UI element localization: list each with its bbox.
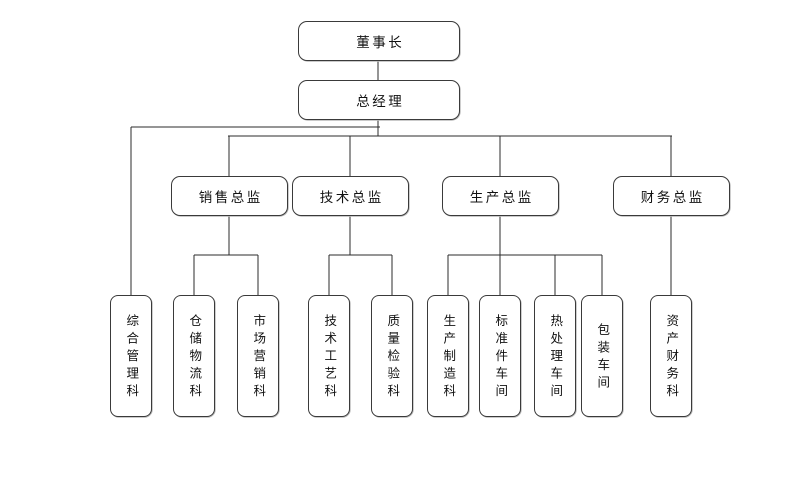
- node-heat-treatment-workshop[interactable]: 热处理车间: [534, 295, 576, 417]
- node-heat-treatment-workshop-label: 热处理车间: [548, 314, 564, 402]
- node-general-manager-label: 总经理: [356, 94, 405, 110]
- node-production-director-label: 生产总监: [469, 190, 534, 206]
- node-marketing-dept-label: 市场营销科: [251, 314, 267, 402]
- node-quality-inspection-dept[interactable]: 质量检验科: [371, 295, 413, 417]
- node-general-manager[interactable]: 总经理: [298, 80, 460, 120]
- node-general-management-dept-label: 综合管理科: [124, 314, 140, 402]
- node-finance-director-label: 财务总监: [640, 190, 705, 206]
- node-production-manufacturing-dept-label: 生产制造科: [441, 314, 457, 402]
- node-asset-finance-dept-label: 资产财务科: [664, 314, 680, 402]
- node-packaging-workshop-label: 包装车间: [595, 323, 611, 393]
- node-marketing-dept[interactable]: 市场营销科: [237, 295, 279, 417]
- node-technical-process-dept[interactable]: 技术工艺科: [308, 295, 350, 417]
- node-warehousing-logistics-dept-label: 仓储物流科: [187, 314, 203, 402]
- node-technical-director-label: 技术总监: [319, 190, 384, 206]
- node-chairman-label: 董事长: [356, 35, 405, 51]
- node-asset-finance-dept[interactable]: 资产财务科: [650, 295, 692, 417]
- node-quality-inspection-dept-label: 质量检验科: [385, 314, 401, 402]
- node-standard-parts-workshop[interactable]: 标准件车间: [479, 295, 521, 417]
- node-production-director[interactable]: 生产总监: [442, 176, 559, 216]
- node-chairman[interactable]: 董事长: [298, 21, 460, 61]
- node-sales-director-label: 销售总监: [198, 190, 263, 206]
- node-technical-director[interactable]: 技术总监: [292, 176, 409, 216]
- node-general-management-dept[interactable]: 综合管理科: [110, 295, 152, 417]
- node-packaging-workshop[interactable]: 包装车间: [581, 295, 623, 417]
- node-production-manufacturing-dept[interactable]: 生产制造科: [427, 295, 469, 417]
- node-finance-director[interactable]: 财务总监: [613, 176, 730, 216]
- node-warehousing-logistics-dept[interactable]: 仓储物流科: [173, 295, 215, 417]
- node-technical-process-dept-label: 技术工艺科: [322, 314, 338, 402]
- node-sales-director[interactable]: 销售总监: [171, 176, 288, 216]
- node-standard-parts-workshop-label: 标准件车间: [493, 314, 509, 402]
